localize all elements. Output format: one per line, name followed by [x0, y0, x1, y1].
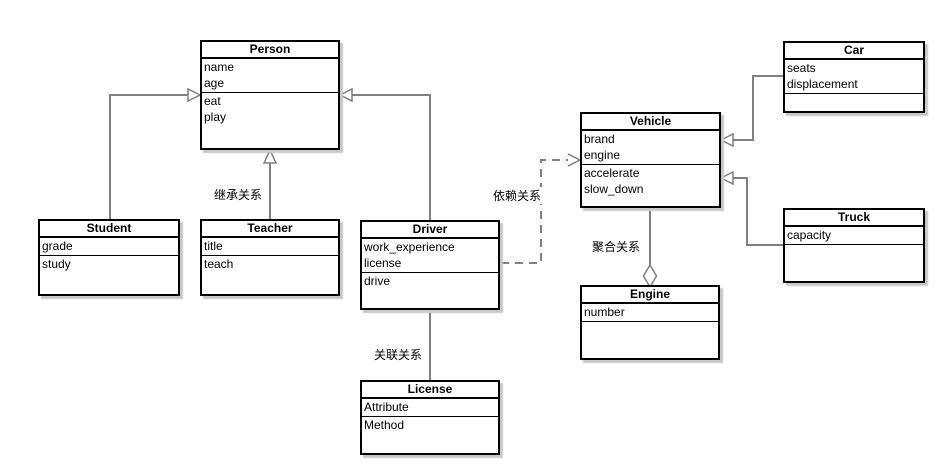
class-vehicle-title: Vehicle: [582, 114, 719, 131]
class-truck-methods: [785, 245, 923, 281]
method-row: play: [204, 110, 227, 124]
method-row: Method: [364, 418, 405, 432]
inheritance-triangle-icon: [338, 87, 353, 103]
label-inheritance-relation: 继承关系: [212, 186, 264, 203]
class-license-attributes: Attribute: [362, 399, 498, 417]
class-license[interactable]: License Attribute Method: [360, 380, 500, 455]
class-student-title: Student: [40, 221, 178, 238]
attribute-row: title: [204, 239, 223, 253]
class-vehicle-methods: accelerate slow_down: [582, 165, 719, 206]
class-car-methods: [785, 94, 923, 111]
attribute-row: grade: [42, 239, 73, 253]
method-row: slow_down: [584, 182, 644, 196]
attribute-row: brand: [584, 132, 615, 146]
inheritance-triangle-icon: [262, 148, 278, 164]
inheritance-triangle-icon: [719, 132, 734, 148]
class-student-attributes: grade: [40, 238, 178, 256]
attribute-row: number: [584, 305, 625, 319]
method-row: study: [42, 257, 71, 271]
class-driver[interactable]: Driver work_experience license drive: [360, 220, 500, 310]
inheritance-triangle-icon: [187, 87, 202, 103]
attribute-row: work_experience: [364, 240, 455, 254]
method-row: teach: [204, 257, 234, 271]
edge-truck-to-vehicle-inheritance[interactable]: [719, 170, 783, 246]
attribute-row: seats: [787, 61, 816, 75]
dependency-open-arrow-icon: [567, 153, 582, 167]
method-row: eat: [204, 94, 221, 108]
attribute-row: Attribute: [364, 400, 409, 414]
class-student-methods: study: [40, 256, 178, 294]
edge-driver-to-vehicle-dependency[interactable]: [501, 153, 582, 264]
class-teacher-title: Teacher: [202, 221, 338, 238]
edge-teacher-to-person-inheritance[interactable]: [262, 148, 278, 219]
class-truck[interactable]: Truck capacity: [783, 208, 925, 283]
class-driver-attributes: work_experience license: [362, 239, 498, 273]
class-person-methods: eat play: [202, 93, 338, 148]
class-license-title: License: [362, 382, 498, 399]
attribute-row: displacement: [787, 77, 858, 91]
label-association-relation: 关联关系: [372, 346, 424, 363]
edge-driver-to-person-inheritance[interactable]: [338, 87, 431, 220]
class-teacher-methods: teach: [202, 256, 338, 294]
class-teacher[interactable]: Teacher title teach: [200, 219, 340, 296]
class-person[interactable]: Person name age eat play: [200, 40, 340, 150]
class-car-attributes: seats displacement: [785, 60, 923, 94]
attribute-row: age: [204, 76, 225, 90]
class-vehicle-attributes: brand engine: [582, 131, 719, 165]
class-car-title: Car: [785, 43, 923, 60]
label-aggregation-relation: 聚合关系: [590, 238, 642, 255]
class-driver-title: Driver: [362, 222, 498, 239]
class-engine-methods: [582, 322, 718, 358]
class-engine[interactable]: Engine number: [580, 285, 720, 360]
class-teacher-attributes: title: [202, 238, 338, 256]
inheritance-triangle-icon: [719, 170, 734, 186]
edge-student-to-person-inheritance[interactable]: [109, 87, 202, 219]
attribute-row: capacity: [787, 228, 832, 242]
class-vehicle[interactable]: Vehicle brand engine accelerate slow_dow…: [580, 112, 721, 208]
class-person-attributes: name age: [202, 59, 338, 93]
edge-car-to-vehicle-inheritance[interactable]: [719, 75, 783, 148]
attribute-row: license: [364, 256, 402, 270]
class-person-title: Person: [202, 42, 338, 59]
edge-vehicle-to-engine-aggregation[interactable]: [642, 208, 658, 289]
label-dependency-relation: 依赖关系: [491, 187, 543, 204]
method-row: accelerate: [584, 166, 640, 180]
attribute-row: name: [204, 60, 235, 74]
class-truck-attributes: capacity: [785, 227, 923, 245]
class-student[interactable]: Student grade study: [38, 219, 180, 296]
aggregation-diamond-icon: [642, 263, 658, 289]
class-car[interactable]: Car seats displacement: [783, 41, 925, 113]
method-row: drive: [364, 274, 391, 288]
class-truck-title: Truck: [785, 210, 923, 227]
class-license-methods: Method: [362, 417, 498, 453]
class-engine-attributes: number: [582, 304, 718, 322]
class-driver-methods: drive: [362, 273, 498, 308]
attribute-row: engine: [584, 148, 621, 162]
class-engine-title: Engine: [582, 287, 718, 304]
